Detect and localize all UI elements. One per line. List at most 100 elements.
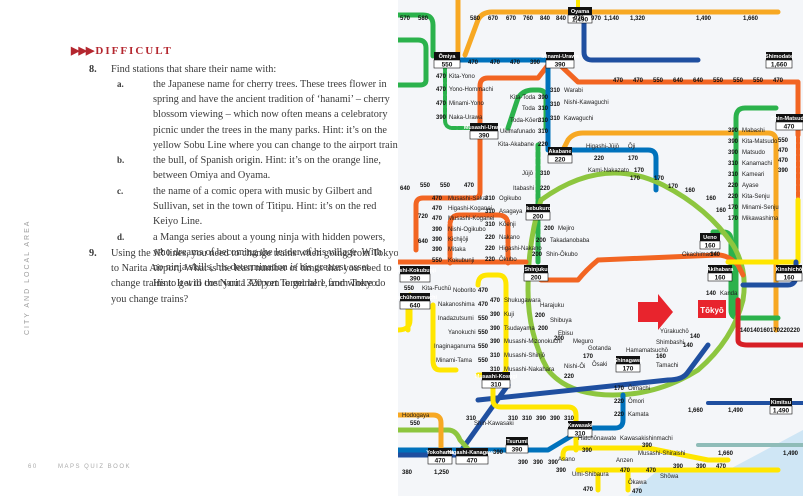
hub-fare-bg (769, 405, 793, 415)
fare-label: 200 (532, 252, 543, 258)
fare-label: 670 (488, 16, 499, 22)
fare-label: 470 (432, 206, 443, 212)
station-label: Higashi-Koganei (448, 206, 492, 212)
hub-name-bg (400, 266, 430, 274)
station-label: Toda (522, 106, 536, 112)
hub-name-bg (526, 204, 550, 212)
station-label: Kami-Nakazato (588, 168, 630, 174)
chuo-line-west (447, 212, 511, 266)
fare-label: 550 (410, 421, 421, 427)
fare-label: 310 (508, 416, 519, 422)
fare-label: 310 (728, 161, 739, 167)
hub-higashi-kanagawa[interactable]: Higashi-Kanagawa 470 (448, 448, 498, 465)
fare-label: 640 (693, 78, 704, 84)
fare-label: 390 (432, 237, 443, 243)
fare-label: 550 (440, 183, 451, 189)
station-label: Musashi-Shiraishi (638, 451, 685, 457)
station-label: Tsudayama (504, 326, 535, 332)
fare-label: 760 (523, 16, 534, 22)
station-label: Okachimachi (682, 252, 717, 258)
fare-label: 840 (556, 16, 567, 22)
station-label: Tamachi (656, 363, 678, 369)
station-label: Nishi-Ogikubo (448, 227, 486, 233)
hub-ikebukuro[interactable]: Ikebukuro 200 (525, 204, 552, 221)
fare-label: 140 (683, 343, 694, 349)
hub-name: Ueno (703, 235, 717, 241)
station-label: Inaginaganuma (434, 344, 476, 350)
fare-label: 390 (642, 443, 653, 449)
fare-label: 160 (685, 188, 696, 194)
sotetsu-line (398, 412, 444, 458)
kawagoe-line-west (398, 37, 429, 88)
hub-name: Musashi-Kosugi (475, 374, 518, 380)
hub-fare: 390 (555, 62, 566, 69)
fare-label: 390 (533, 460, 544, 466)
fare-label: 1,490 (696, 16, 712, 22)
saikyo-stations: Kita-Toda 390 Toda 310 Toda-Kōen 310 Uki… (498, 95, 551, 192)
hub-fare: 390 (512, 447, 523, 454)
station-label: Matsudo (742, 150, 766, 156)
station-label: Kōenji (499, 222, 516, 228)
hub-omiya[interactable]: Ōmiya 550 (433, 52, 461, 69)
hub-kimitsu[interactable]: Kimitsu 1,490 (769, 398, 793, 415)
hub-oyama[interactable]: Oyama 1,490 (567, 7, 593, 24)
station-label: Harajuku (540, 303, 564, 309)
fare-label: 390 (490, 312, 501, 318)
hub-tsurumi[interactable]: Tsurumi 390 (505, 437, 529, 454)
fare-label: 470 (468, 60, 479, 66)
question-8: 8. Find stations that share their name w… (89, 62, 389, 78)
hub-fare: 160 (715, 275, 726, 282)
station-label: Kamata (628, 412, 649, 418)
jr-rail-map: Tōkyō Ōmiya 550 Minami-Urawa 390 Oyama 1… (398, 0, 803, 496)
fare-label: 580 (418, 16, 429, 22)
hub-name: Shimodate (765, 54, 793, 60)
tokyo-box (698, 300, 726, 318)
hub-fare: 160 (784, 275, 795, 282)
hub-shin-matsudo[interactable]: Shin-Matsudo 470 (771, 114, 803, 131)
station-label: Itabashi (513, 186, 534, 192)
text-line: no ninja skills, his determination is hi… (153, 262, 372, 274)
hub-kinshicho[interactable]: Kinshichō 160 (775, 265, 803, 282)
fare-label: 470 (436, 87, 447, 93)
hub-fare: 160 (705, 243, 716, 250)
fare-label: 1,490 (783, 451, 799, 457)
hub-yokohama[interactable]: Yokohama 470 (426, 448, 455, 465)
text-line: to Narita Airport. What is the least num… (111, 263, 392, 275)
station-label: Noborito (453, 288, 476, 294)
fare-label: 220 (594, 156, 605, 162)
station-label: Ōkubo (499, 256, 517, 263)
hub-musashi-kosugi[interactable]: Musashi-Kosugi 310 (475, 372, 518, 389)
hub-akihabara[interactable]: Akihabara 160 (707, 265, 735, 282)
fare-label: 140 (710, 252, 721, 258)
hub-fare: 200 (531, 275, 542, 282)
fare-label: 470 (613, 78, 624, 84)
fare-label: 550 (478, 330, 489, 336)
hub-ueno[interactable]: Ueno 160 (699, 233, 721, 250)
hub-shimodate[interactable]: Shimodate 1,660 (765, 52, 793, 69)
fare-label: 310 (550, 116, 561, 122)
hub-minami-urawa[interactable]: Minami-Urawa 390 (541, 52, 580, 69)
hub-shinjuku[interactable]: Shinjuku 200 (523, 265, 549, 282)
fare-label: 470 (490, 298, 501, 304)
text-line: the bull, of Spanish origin. Hint: it’s … (153, 155, 381, 166)
fare-label: 390 (518, 460, 529, 466)
tokyo-station[interactable]: Tōkyō (638, 294, 726, 330)
fare-label: 580 (470, 16, 481, 22)
station-label: Mabashi (742, 128, 765, 134)
fare-label: 310 (490, 353, 501, 359)
hub-kawasaki[interactable]: Kawasaki 310 (567, 421, 593, 438)
hub-fare: 470 (784, 124, 795, 131)
fare-label: 310 (538, 129, 549, 135)
hub-fuchuhommachi[interactable]: Fuchūhommachi 640 (398, 293, 437, 310)
station-label: Kita-Senju (742, 194, 770, 200)
hub-akabane[interactable]: Akabane 220 (547, 147, 573, 164)
fare-label: 170 (668, 184, 679, 190)
fare-label: 140 (740, 328, 751, 334)
hub-shinagawa[interactable]: Shinagawa 170 (614, 356, 644, 373)
hub-name-bg (546, 52, 574, 60)
hub-musashi-urawa[interactable]: Musashi-Urawa 390 (464, 123, 505, 140)
mito-line (581, 17, 701, 63)
keiyo-line (735, 297, 803, 348)
fare-label: 550 (404, 286, 415, 292)
hub-nishi-kokubunji[interactable]: Nishi-Kokubunji 390 (398, 266, 437, 283)
